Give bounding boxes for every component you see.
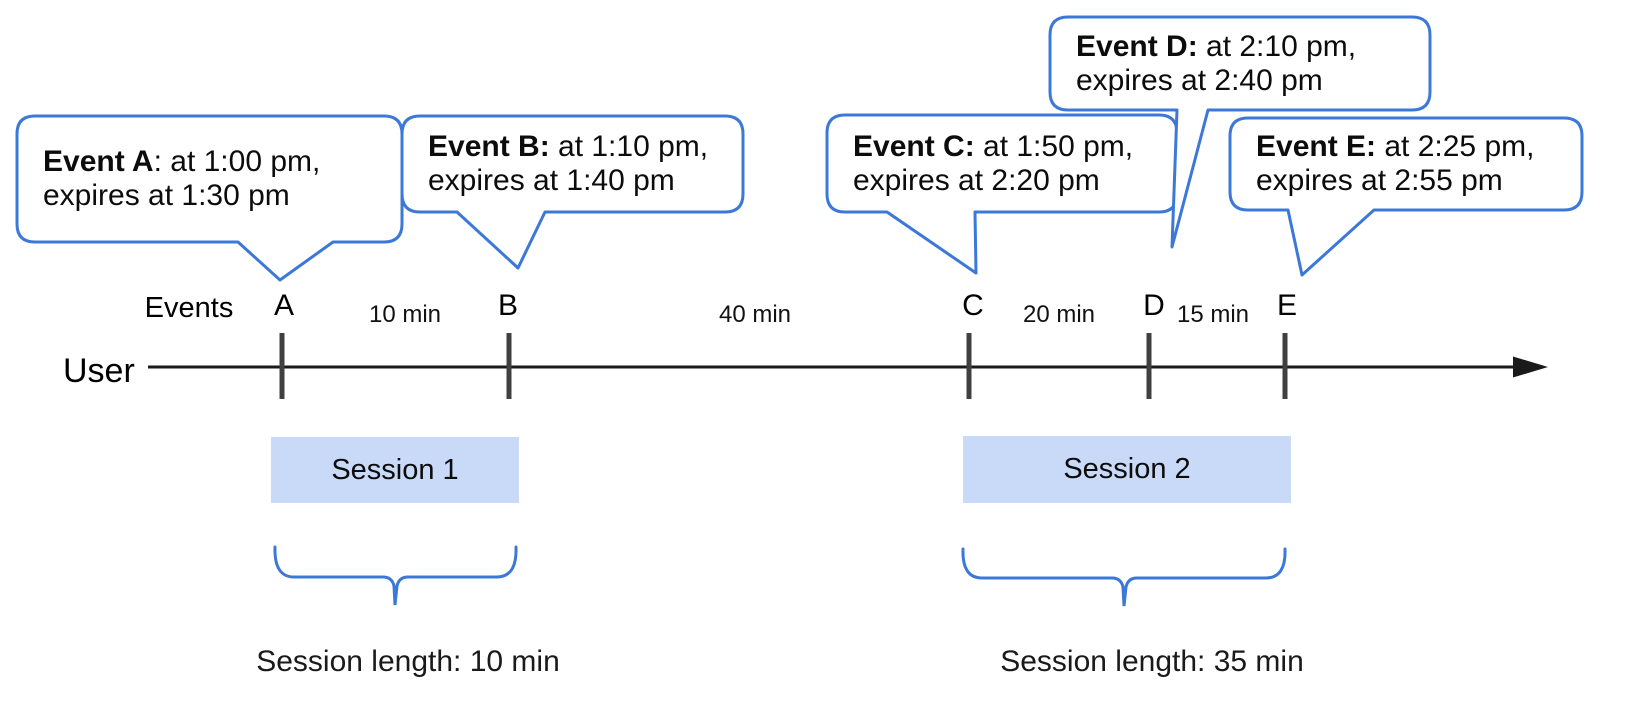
tick-event-b	[506, 333, 512, 399]
session-1-label: Session 1	[331, 453, 459, 486]
bubble-event-e-title: Event E:	[1256, 130, 1377, 163]
bubble-event-c-time: at 1:50 pm,	[974, 129, 1134, 163]
bubble-event-e-shape	[1228, 116, 1584, 277]
tick-event-a	[279, 333, 285, 399]
events-row-label: Events	[144, 292, 234, 324]
event-label-d: D	[1143, 289, 1165, 322]
bubble-event-b-line2: expires at 1:40 pm	[428, 164, 675, 197]
event-label-e: E	[1276, 289, 1298, 322]
tick-event-e	[1282, 333, 1288, 399]
gap-a-b: 10 min	[368, 301, 442, 328]
bubble-event-d-line2: expires at 2:40 pm	[1076, 63, 1323, 97]
bubble-event-b-title: Event B:	[428, 130, 550, 163]
bubble-event-d: Event D: at 2:10 pm, expires at 2:40 pm	[1050, 17, 1430, 110]
tick-event-d	[1146, 333, 1152, 399]
gap-d-e: 15 min	[1176, 301, 1250, 328]
bubble-event-d-title: Event D:	[1076, 29, 1198, 63]
bubble-event-c-line1: Event C: at 1:50 pm,	[853, 130, 1177, 164]
event-label-b: B	[497, 289, 519, 322]
session-2-label: Session 2	[1063, 453, 1191, 485]
tick-event-c	[966, 333, 972, 399]
bubble-event-a-title: Event A	[43, 145, 154, 178]
bubble-event-d-line1: Event D: at 2:10 pm,	[1076, 30, 1430, 64]
bubble-event-d-time: at 2:10 pm,	[1197, 29, 1357, 63]
brace-session-1	[273, 545, 518, 606]
gap-b-c: 40 min	[718, 301, 792, 328]
bubble-event-b: Event B: at 1:10 pm, expires at 1:40 pm	[402, 116, 743, 212]
event-label-a: A	[273, 289, 295, 322]
bubble-event-b-time: at 1:10 pm,	[549, 130, 709, 163]
bubble-event-a-time: : at 1:00 pm,	[153, 145, 321, 178]
bubble-event-a-line1: Event A: at 1:00 pm,	[43, 145, 402, 179]
bubble-event-b-line1: Event B: at 1:10 pm,	[428, 130, 743, 164]
bubble-event-e-time: at 2:25 pm,	[1376, 130, 1535, 163]
bubble-event-e: Event E: at 2:25 pm, expires at 2:55 pm	[1230, 118, 1582, 210]
user-axis-label: User	[63, 352, 135, 390]
session-2-length: Session length: 35 min	[1000, 645, 1304, 678]
bubble-event-e-line1: Event E: at 2:25 pm,	[1256, 130, 1582, 164]
bubble-event-a: Event A: at 1:00 pm, expires at 1:30 pm	[17, 116, 402, 242]
session-1-length: Session length: 10 min	[256, 645, 560, 678]
bubble-event-c: Event C: at 1:50 pm, expires at 2:20 pm	[827, 115, 1177, 212]
bubble-event-a-shape	[15, 114, 404, 282]
timeline-arrowhead	[1513, 356, 1548, 378]
session-2-box: Session 2	[963, 436, 1291, 503]
gap-c-d: 20 min	[1022, 301, 1096, 328]
brace-session-2	[961, 547, 1287, 607]
bubble-event-d-shape	[1048, 15, 1432, 249]
event-label-c: C	[962, 289, 984, 322]
bubble-event-e-line2: expires at 2:55 pm	[1256, 164, 1503, 197]
bubble-event-b-shape	[400, 114, 745, 270]
bubble-event-c-line2: expires at 2:20 pm	[853, 163, 1100, 197]
session-1-box: Session 1	[271, 437, 519, 503]
bubble-event-a-line2: expires at 1:30 pm	[43, 179, 290, 212]
bubble-event-c-title: Event C:	[853, 129, 975, 163]
